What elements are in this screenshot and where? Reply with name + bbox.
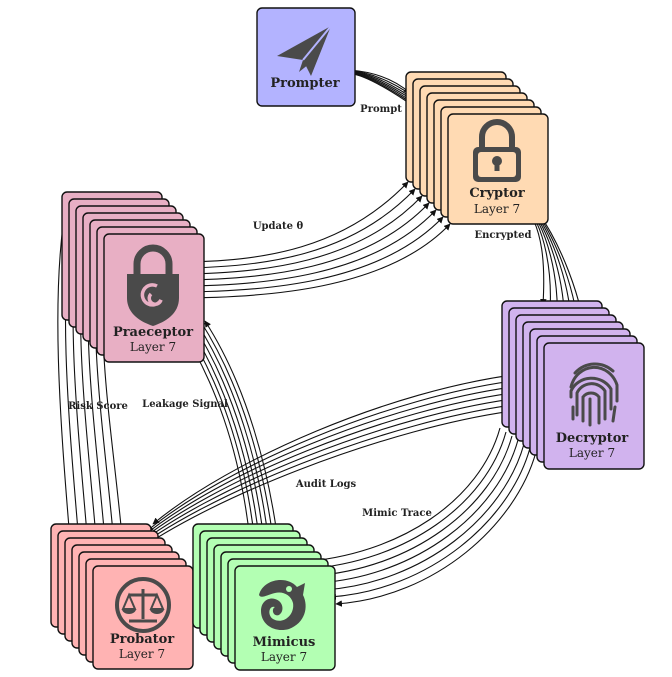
audit-logs-edge	[116, 373, 521, 567]
audit-logs-edge-arrow	[122, 403, 521, 560]
prompt-edge	[349, 69, 453, 136]
chameleon-icon	[259, 580, 306, 631]
update-edge	[174, 181, 451, 299]
decryptor-title: Decryptor	[556, 431, 629, 446]
edge-label-update: Update θ	[253, 221, 304, 232]
update-edge-arrow	[174, 188, 416, 269]
prompter-title: Prompter	[270, 76, 339, 91]
audit-logs-edge-arrow	[134, 391, 521, 546]
mimic-trace-edge-arrow	[317, 439, 519, 586]
node-icons	[115, 25, 619, 633]
edge-label-risk-score: Risk Score	[68, 401, 128, 412]
edge-label-prompt: Prompt	[360, 104, 402, 115]
edge-label-leakage-signal: Leakage Signal	[142, 399, 228, 410]
shield-lock-icon	[127, 244, 179, 326]
update-edge-arrow	[174, 216, 444, 293]
mimicus-node	[234, 565, 336, 671]
edge-labels: Prompt Encrypted Update θ Risk Score Lea…	[68, 104, 531, 519]
update-edge-arrow	[174, 209, 437, 287]
edge-label-audit-logs: Audit Logs	[295, 479, 357, 490]
mimic-trace-edge-arrow	[305, 431, 507, 572]
mimic-trace-edge-arrow	[329, 447, 531, 600]
probator-title: Probator	[110, 632, 174, 647]
fingerprint-icon	[569, 362, 619, 427]
padlock-icon	[473, 119, 521, 182]
praeceptor-title: Praeceptor	[113, 325, 193, 340]
mimicus-subtitle: Layer 7	[261, 650, 307, 664]
mimic-trace-edge-arrow	[335, 451, 537, 607]
audit-logs-edge-arrow	[140, 385, 521, 539]
cryptor-title: Cryptor	[469, 186, 525, 201]
mimic-trace-edge	[299, 427, 537, 607]
praeceptor-subtitle: Layer 7	[130, 340, 176, 354]
leakage-signal-edge-arrow	[199, 319, 276, 556]
update-edge-arrow	[174, 195, 423, 275]
mimicus-title: Mimicus	[253, 635, 316, 650]
audit-logs-edge-arrow	[128, 397, 521, 553]
audit-logs-edge-arrow	[146, 379, 521, 532]
mimic-trace-edge-arrow	[311, 435, 513, 579]
decryptor-subtitle: Layer 7	[569, 446, 615, 460]
mimic-trace-edge-arrow	[299, 427, 501, 565]
leakage-signal-edge-arrow	[194, 319, 271, 553]
update-edge-arrow	[174, 181, 409, 263]
cryptor-subtitle: Layer 7	[474, 202, 520, 216]
update-edge-arrow	[174, 223, 451, 299]
audit-logs-edge-arrow	[152, 373, 521, 525]
edge-label-encrypted: Encrypted	[474, 230, 531, 241]
node-labels: Prompter Cryptor Layer 7 Praeceptor Laye…	[110, 76, 629, 664]
paper-plane-icon	[277, 25, 332, 76]
edge-label-mimic-trace: Mimic Trace	[362, 508, 432, 519]
mimic-trace-edge-arrow	[323, 443, 525, 593]
decryptor-node	[543, 342, 645, 470]
probator-subtitle: Layer 7	[119, 647, 165, 661]
scale-icon	[115, 577, 171, 633]
update-edge-arrow	[174, 202, 430, 281]
